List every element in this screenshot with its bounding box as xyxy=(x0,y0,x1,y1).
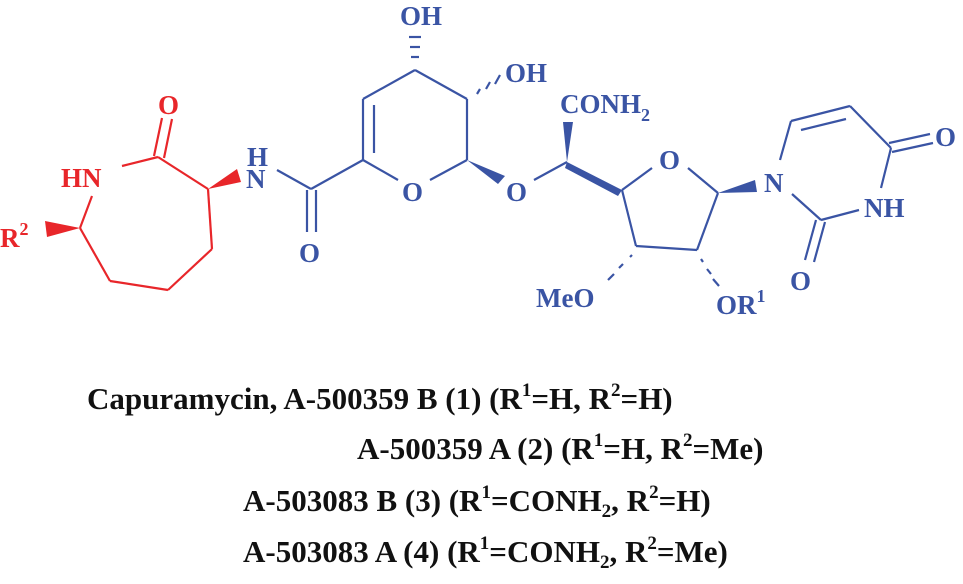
uracil-n1: N xyxy=(764,168,784,198)
uracil-c2-oxygen: O xyxy=(790,266,811,296)
pyran-oxygen: O xyxy=(402,177,423,207)
lactam-oxygen: O xyxy=(158,90,179,120)
furanose-oxygen: O xyxy=(659,145,680,175)
uracil-nh: NH xyxy=(864,193,905,223)
methoxy-label: MeO xyxy=(536,283,594,313)
amide-h: H xyxy=(247,142,268,172)
uracil-c4-oxygen: O xyxy=(935,122,956,152)
glycosidic-oxygen: O xyxy=(506,177,527,207)
lactam-nh: HN xyxy=(61,163,102,193)
carboxamide-label: CONH2 xyxy=(560,89,650,125)
caption-line-2: A-500359 A (2) (R1=H, R2=Me) xyxy=(357,430,764,466)
core-bonds xyxy=(276,35,934,287)
r2-label: R2 xyxy=(0,219,29,253)
caption-line-3: A-503083 B (3) (R1=CONH2, R2=H) xyxy=(243,482,711,522)
hydroxyl-top: OH xyxy=(400,1,442,31)
chemical-structure-diagram: O HN R2 xyxy=(0,1,956,320)
amide-oxygen: O xyxy=(299,238,320,268)
or1-label: OR1 xyxy=(716,286,766,320)
caption-line-4: A-503083 A (4) (R1=CONH2, R2=Me) xyxy=(243,533,728,573)
caption-line-1: Capuramycin, A-500359 B (1) (R1=H, R2=H) xyxy=(87,380,673,416)
azepanone-ring xyxy=(45,117,241,292)
amide-nitrogen: N xyxy=(246,164,266,194)
hydroxyl-mid: OH xyxy=(505,58,547,88)
